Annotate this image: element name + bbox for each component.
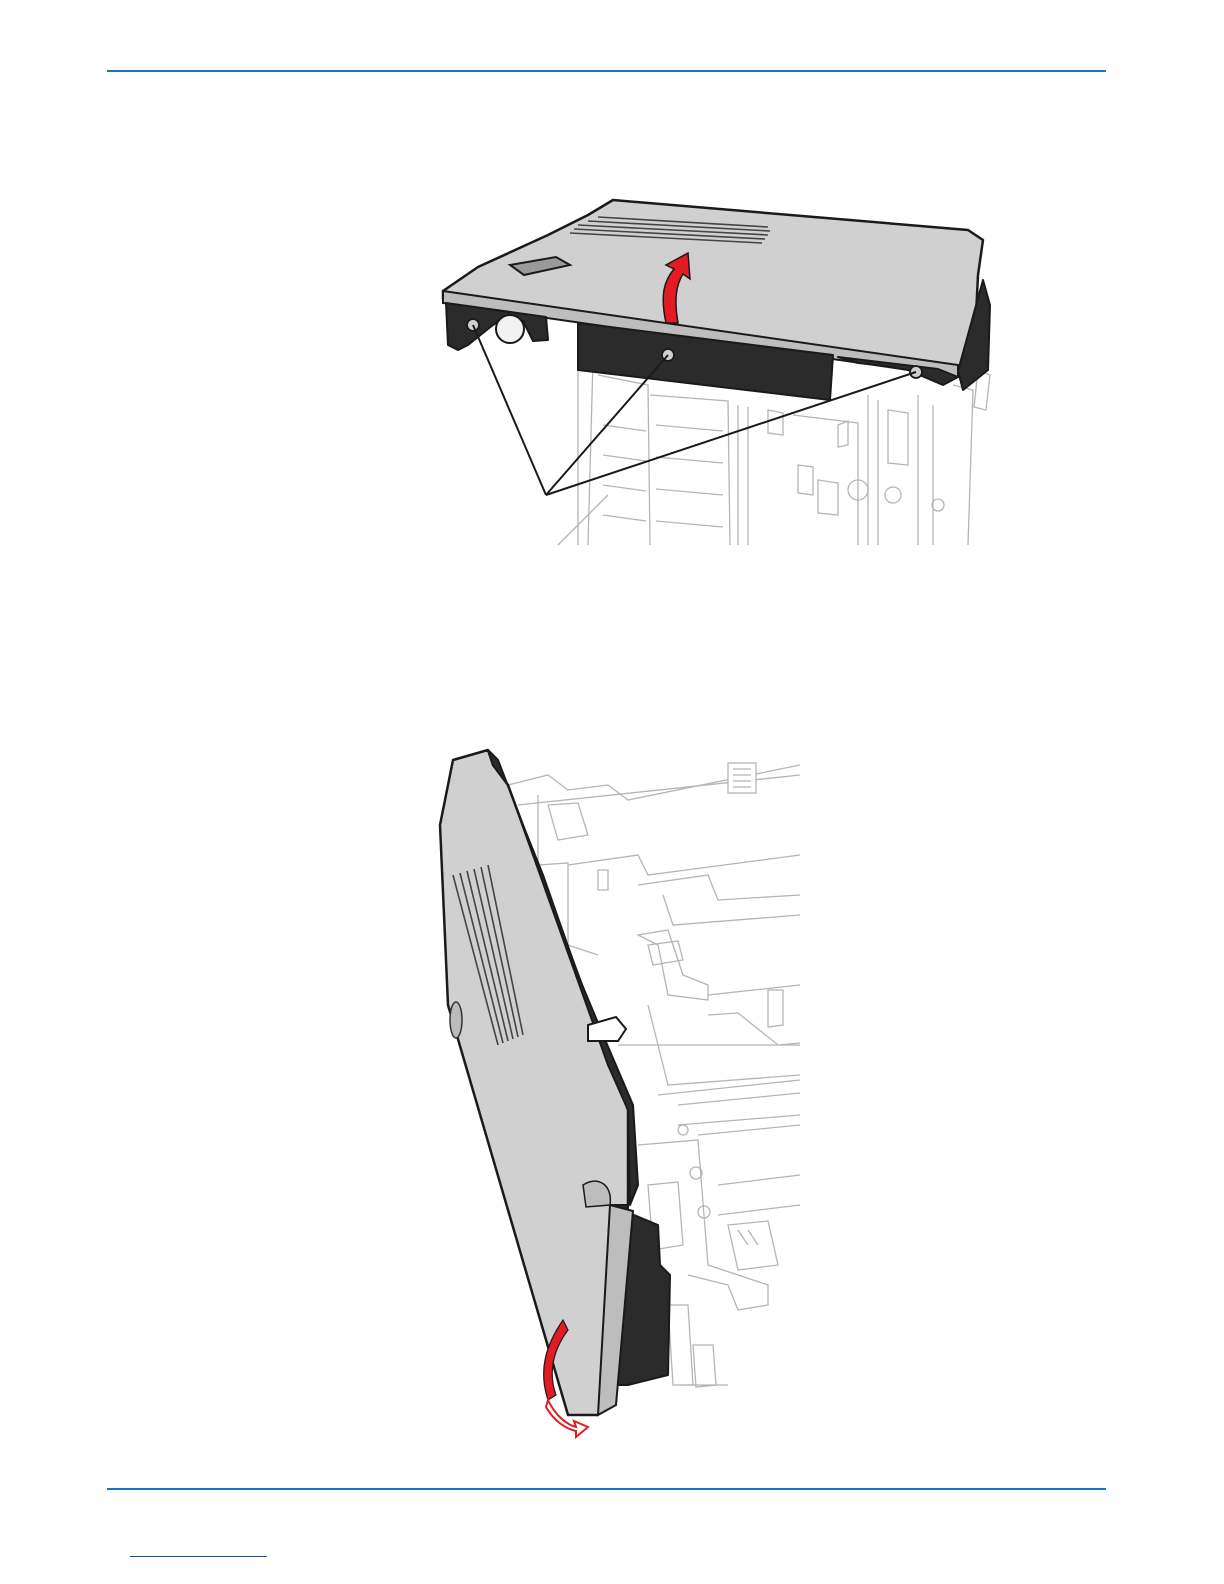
figure-side-cover-release: [438, 745, 800, 1440]
side-cover: [440, 750, 628, 1415]
grip-icon: [450, 1002, 462, 1038]
footer-rule: [107, 1488, 1106, 1490]
header-rule: [107, 70, 1106, 72]
side-cover-illustration: [438, 745, 800, 1440]
figure-rear-cover-lift: [438, 195, 998, 545]
rear-cover-illustration: [438, 195, 998, 545]
footer-link-underline[interactable]: [130, 1556, 267, 1557]
